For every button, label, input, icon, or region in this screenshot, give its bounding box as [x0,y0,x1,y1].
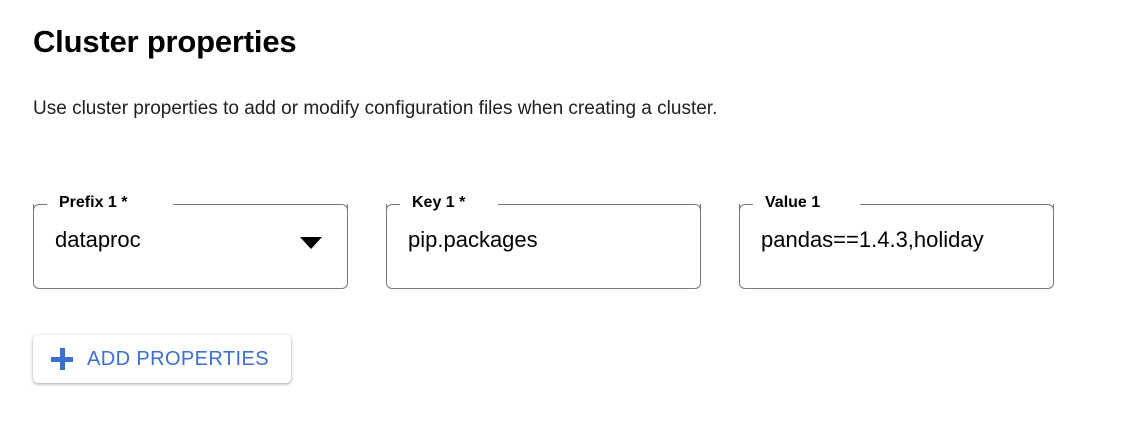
plus-icon [51,348,73,370]
page-title: Cluster properties [33,24,297,59]
key-field-label: Key 1 * [407,193,471,213]
field-outline-top-left [739,204,753,214]
field-outline-top-right [860,204,1054,214]
prefix-field-label: Prefix 1 * [54,193,133,213]
chevron-down-icon[interactable] [300,237,322,249]
field-outline-top-left [386,204,400,214]
properties-row: Prefix 1 * dataproc Key 1 * pip.packages… [33,193,1093,290]
field-outline-top-left [33,204,47,214]
value-field-label: Value 1 [760,193,826,213]
field-outline-top-right [498,204,701,214]
add-properties-button-label: ADD PROPERTIES [87,348,269,370]
add-properties-button[interactable]: ADD PROPERTIES [33,335,291,383]
value-field[interactable]: Value 1 pandas==1.4.3,holiday [739,193,1054,289]
prefix-field-value[interactable]: dataproc [55,227,141,252]
page-description: Use cluster properties to add or modify … [33,98,718,119]
value-field-value[interactable]: pandas==1.4.3,holiday [761,227,984,252]
key-field-value[interactable]: pip.packages [408,227,538,252]
field-outline-top-right [173,204,348,214]
key-field[interactable]: Key 1 * pip.packages [386,193,701,289]
prefix-field[interactable]: Prefix 1 * dataproc [33,193,348,289]
